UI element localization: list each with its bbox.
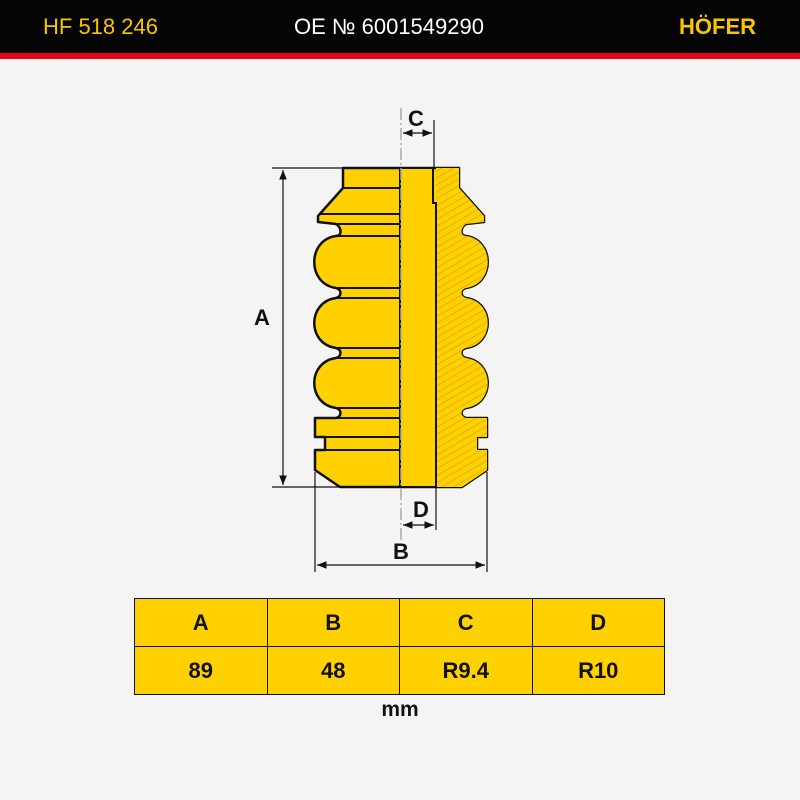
header-c: C <box>399 598 533 647</box>
header-a: A <box>134 598 268 647</box>
oe-number: OE № 6001549290 <box>294 14 484 39</box>
value-a: 89 <box>134 646 268 695</box>
bump-stop-outline <box>313 108 489 540</box>
dimensions-table: A B C D 89 48 R9.4 R10 <box>134 598 665 695</box>
unit-label: mm <box>381 698 419 721</box>
dimension-label-c: C <box>408 106 424 131</box>
part-number: HF 518 246 <box>43 14 158 39</box>
header-bar: HF 518 246 OE № 6001549290 HÖFER <box>0 0 800 53</box>
brand-logo: HÖFER <box>679 14 756 39</box>
header-b: B <box>266 598 400 647</box>
dimension-label-d: D <box>413 497 429 522</box>
red-stripe <box>0 53 800 59</box>
table-row: 89 48 R9.4 R10 <box>134 646 665 695</box>
table-header-row: A B C D <box>134 598 665 647</box>
value-c: R9.4 <box>399 646 533 695</box>
value-b: 48 <box>266 646 400 695</box>
dimension-label-a: A <box>254 305 270 330</box>
dimension-label-b: B <box>393 539 409 564</box>
header-d: D <box>531 598 665 647</box>
dimension-lines <box>272 120 488 572</box>
value-d: R10 <box>531 646 665 695</box>
